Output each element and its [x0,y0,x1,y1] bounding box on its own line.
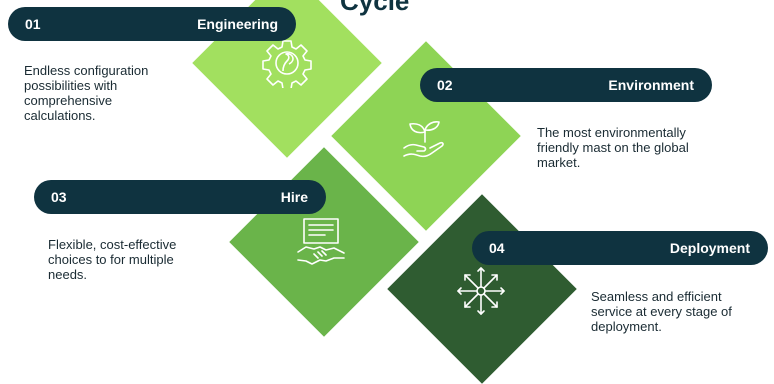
step-3-pill: 03 Hire [34,180,326,214]
contract-handshake-icon [296,216,346,266]
gear-icon [262,38,312,88]
step-2-description: The most environmentally friendly mast o… [537,125,689,170]
step-2-label: Environment [608,77,694,93]
step-3-number: 03 [51,189,67,205]
step-3-description: Flexible, cost-effective choices to for … [48,237,177,282]
step-1-description: Endless configuration possibilities with… [24,63,149,123]
step-4-number: 04 [489,240,505,256]
step-4-pill: 04 Deployment [472,231,768,265]
step-2-pill: 02 Environment [420,68,712,102]
expand-arrows-icon [456,266,506,316]
step-4-label: Deployment [669,240,750,256]
step-3-label: Hire [280,189,308,205]
step-2-number: 02 [437,77,453,93]
step-1-label: Engineering [197,16,278,32]
step-4-description: Seamless and efficient service at every … [591,289,732,334]
page-title: Cycle [340,0,410,16]
step-1-number: 01 [25,16,41,32]
step-1-pill: 01 Engineering [8,7,296,41]
plant-in-hand-icon [400,112,450,162]
